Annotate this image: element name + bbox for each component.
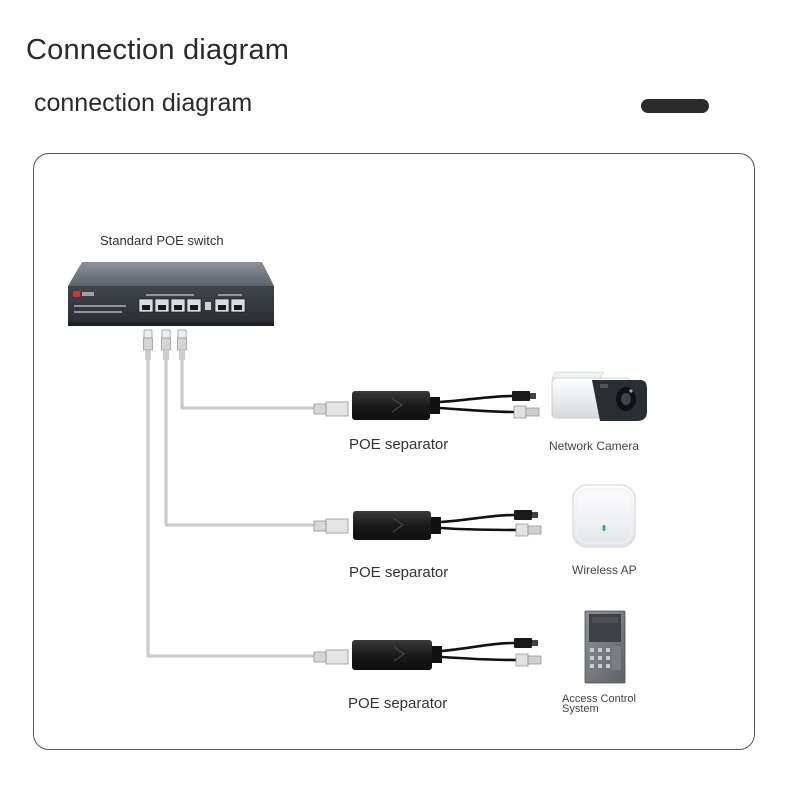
device-label-access-control: Access Control System [562, 694, 652, 714]
poe-switch-icon [68, 262, 274, 326]
ip-camera-icon [552, 372, 647, 421]
switch-rj45-plugs [144, 330, 187, 360]
wireless-ap-icon [573, 485, 635, 547]
poe-separator-2 [314, 510, 541, 540]
device-label-network-camera: Network Camera [549, 439, 639, 453]
poe-separator-3 [314, 638, 541, 670]
access-control-icon [585, 611, 625, 683]
ethernet-cables [148, 360, 316, 656]
separator-label-3: POE separator [348, 695, 447, 712]
switch-label: Standard POE switch [100, 233, 224, 248]
poe-separator-1 [314, 391, 539, 420]
separator-label-2: POE separator [349, 564, 448, 581]
device-label-wireless-ap: Wireless AP [572, 563, 637, 577]
separator-label-1: POE separator [349, 436, 448, 453]
